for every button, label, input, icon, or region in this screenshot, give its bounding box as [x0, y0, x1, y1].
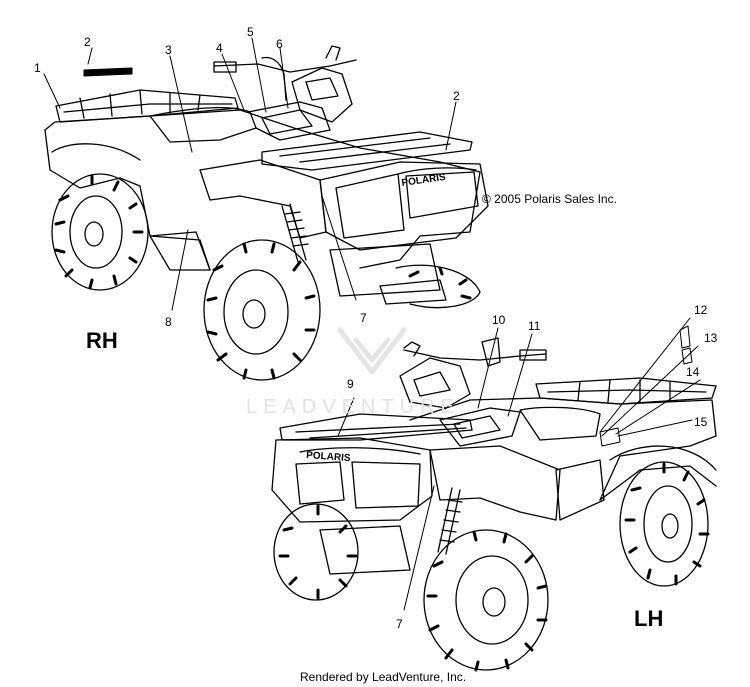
footer-credit: Rendered by LeadVenture, Inc. — [300, 670, 467, 684]
callout-lh-12: 12 — [694, 303, 708, 317]
callout-rh-2b: 2 — [453, 89, 460, 103]
callout-lh-13: 13 — [704, 331, 718, 345]
callout-rh-2: 2 — [84, 35, 91, 49]
lh-front-wheel — [423, 529, 549, 672]
lh-rear-wheel — [619, 461, 710, 587]
watermark-logo — [337, 327, 407, 375]
callout-rh-4: 4 — [216, 41, 223, 55]
callout-rh-7: 7 — [360, 311, 367, 325]
rh-rear-wheel — [51, 173, 149, 291]
callout-rh-5: 5 — [247, 25, 254, 39]
lh-far-front-wheel — [273, 503, 359, 601]
callout-lh-9: 9 — [347, 377, 354, 391]
callout-lh-14: 14 — [686, 365, 700, 379]
callout-lh-15: 15 — [694, 415, 708, 429]
rh-front-wheel — [203, 239, 321, 381]
rh-atv-illustration — [44, 45, 489, 305]
lh-grille-brand-text: POLARIS — [306, 450, 351, 464]
callout-rh-6: 6 — [276, 37, 283, 51]
callout-rh-8: 8 — [165, 315, 172, 329]
lh-view-label: LH — [634, 606, 664, 631]
copyright-notice: © 2005 Polaris Sales Inc. — [482, 192, 617, 206]
callout-lh-10: 10 — [492, 313, 506, 327]
rh-leader-lines — [43, 37, 457, 311]
lh-atv-illustration — [271, 337, 717, 575]
lh-decal-shapes — [599, 325, 693, 447]
rh-grille-brand-text: POLARIS — [401, 172, 447, 189]
callout-lh-7: 7 — [396, 617, 403, 631]
rh-view-label: RH — [86, 328, 118, 353]
callout-rh-1: 1 — [34, 61, 41, 75]
callout-lh-11: 11 — [528, 319, 541, 333]
lh-leader-lines — [337, 317, 701, 611]
watermark-text: LEADVENTURE — [246, 396, 460, 418]
callout-rh-3: 3 — [165, 43, 172, 57]
rh-far-front-wheel — [395, 264, 481, 309]
